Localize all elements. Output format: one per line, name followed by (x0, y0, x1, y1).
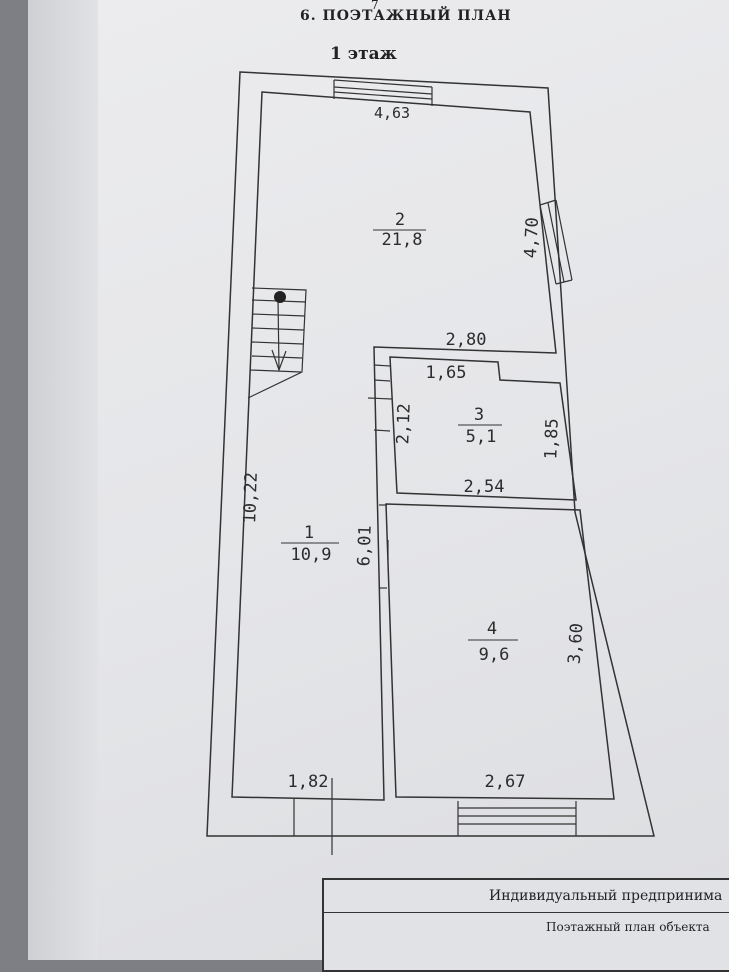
room-2-number: 2 (395, 210, 405, 230)
staircase (247, 287, 307, 399)
room-4-outline (385, 503, 615, 800)
title-block-divider (324, 912, 729, 913)
room-2-and-1-outline (231, 91, 557, 801)
dim-room4-height: 3,60 (565, 623, 588, 665)
room-3-number: 3 (474, 405, 484, 425)
title-block-organization: Индивидуальный предпринима (489, 888, 723, 904)
room-label-1: 1 10,9 (281, 523, 339, 565)
title-block: Индивидуальный предпринима Поэтажный пла… (322, 878, 729, 972)
bottom-door (457, 801, 577, 836)
room-3-outline (389, 356, 577, 501)
dim-room1-bottom: 1,82 (288, 772, 329, 792)
dim-partition-height: 6,01 (354, 525, 375, 567)
dim-room2-bottom: 2,80 (446, 330, 487, 350)
section-title: 6. ПОЭТАЖНЫЙ ПЛАН (300, 8, 512, 24)
page-number: 7 (371, 0, 379, 12)
outer-wall-outline (206, 71, 655, 837)
dim-room4-bottom: 2,67 (485, 772, 526, 792)
dim-room1-height: 10,22 (240, 472, 262, 524)
title-block-document-name: Поэтажный план объекта (546, 920, 710, 934)
dimension-labels: 4,63 4,70 2,80 1,65 2,12 1,85 2,54 10,22… (240, 104, 587, 792)
top-window (333, 79, 433, 106)
dim-top-width: 4,63 (374, 104, 410, 122)
room-2-area: 21,8 (382, 230, 423, 250)
floor-title: 1 этаж (330, 44, 397, 64)
room-label-4: 4 9,6 (468, 619, 518, 665)
room-4-number: 4 (487, 619, 497, 639)
dim-room3-right: 1,85 (541, 418, 562, 460)
bottom-left-entrance (293, 778, 333, 855)
page-edge-shadow (28, 0, 98, 960)
room-4-area: 9,6 (479, 645, 510, 665)
room-label-2: 2 21,8 (373, 210, 426, 250)
partition-markers (367, 364, 393, 589)
room-1-area: 10,9 (291, 545, 332, 565)
right-window (539, 199, 573, 285)
dim-room3-bottom: 2,54 (464, 477, 505, 497)
room-1-number: 1 (304, 523, 314, 543)
dim-right-height-room2: 4,70 (521, 217, 543, 259)
dim-room3-top: 1,65 (426, 363, 467, 383)
room-label-3: 3 5,1 (458, 405, 502, 447)
room-3-area: 5,1 (466, 427, 497, 447)
dim-room3-left: 2,12 (393, 403, 414, 445)
